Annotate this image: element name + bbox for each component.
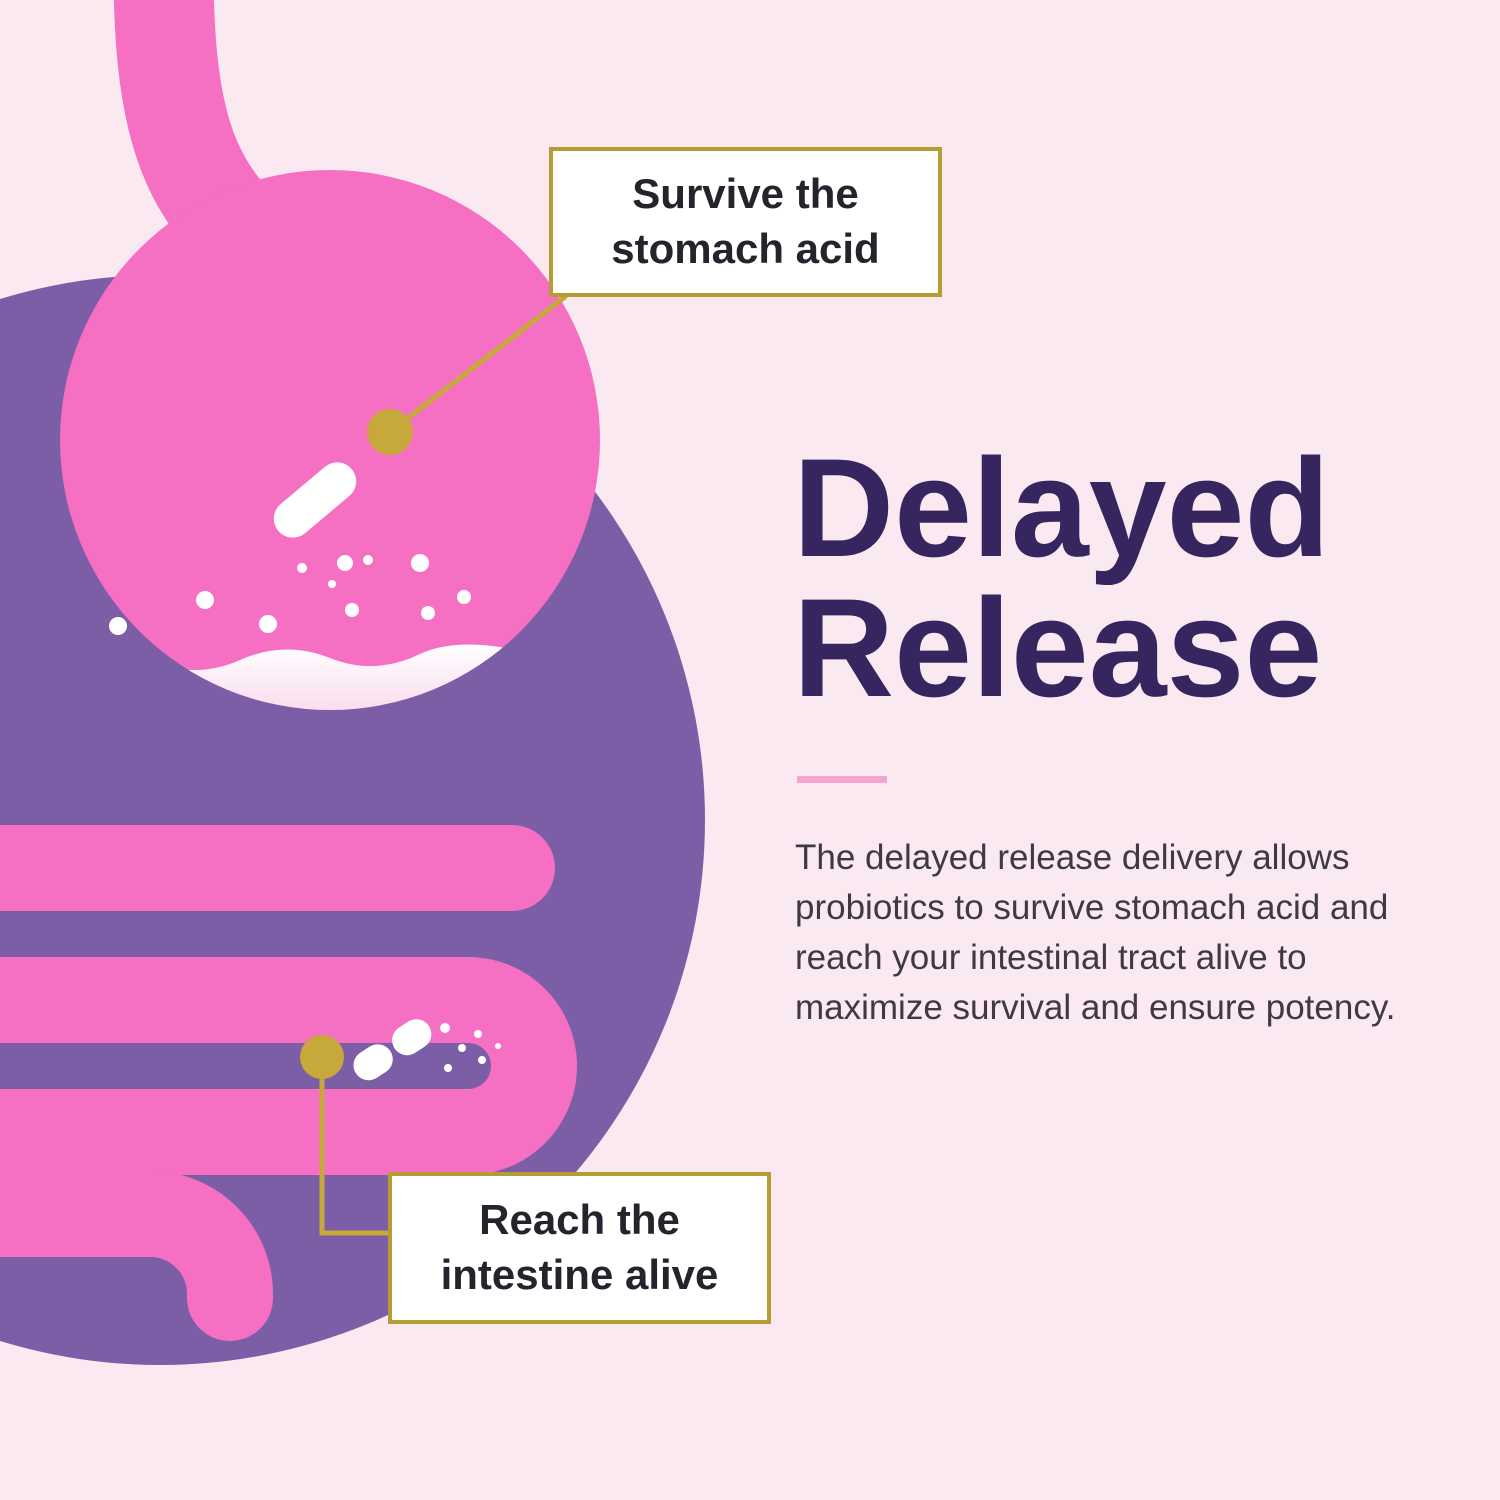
text-column: Delayed Release The delayed release deli… <box>793 438 1453 1033</box>
page-title-line1: Delayed <box>793 429 1330 586</box>
callout-dot-bottom <box>300 1035 344 1079</box>
description: The delayed release delivery allows prob… <box>795 838 1396 1028</box>
callout-top-line1: Survive the <box>632 170 859 218</box>
page-title: Delayed Release <box>793 438 1453 718</box>
acid-bubbles <box>109 554 471 635</box>
callout-top-line2: stomach acid <box>611 225 880 272</box>
callout-connector-bottom <box>300 1035 392 1236</box>
callout-bottom-line2: intestine alive <box>440 1251 719 1298</box>
callout-reach-intestine-alive: Reach the intestine alive <box>388 1172 771 1324</box>
intestines <box>0 825 577 1341</box>
callout-dot-top <box>367 409 413 455</box>
callout-bottom-line1: Reach the <box>479 1196 680 1244</box>
stomach-body <box>60 170 600 710</box>
stomach <box>60 0 600 710</box>
callout-connector-top <box>367 294 568 455</box>
divider <box>797 776 887 783</box>
callout-survive-stomach-acid: Survive the stomach acid <box>549 147 942 297</box>
capsule-in-intestine <box>353 1019 501 1081</box>
capsule-in-stomach <box>273 462 357 538</box>
page-title-line2: Release <box>793 569 1323 726</box>
